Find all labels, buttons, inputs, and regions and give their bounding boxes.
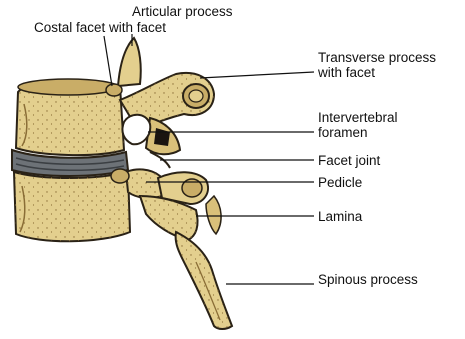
label-transverse-process-line2: with facet [318,65,436,80]
label-articular-process: Articular process [132,4,233,19]
label-transverse-process: Transverse process with facet [318,50,436,80]
leader-costal-facet [104,36,112,86]
label-facet-joint: Facet joint [318,153,380,168]
label-lamina: Lamina [318,209,362,224]
label-intervertebral-line1: Intervertebral [318,110,398,125]
label-spinous-process: Spinous process [318,272,418,287]
label-transverse-process-line1: Transverse process [318,50,436,65]
label-intervertebral-line2: foramen [318,125,398,140]
label-intervertebral-foramen: Intervertebral foramen [318,110,398,140]
spinous-process [176,232,232,329]
leader-transverse-process [200,72,314,78]
label-costal-facet: Costal facet with facet [34,20,166,35]
intervertebral-foramen [122,115,150,145]
lower-vertebral-body [14,172,130,241]
label-pedicle: Pedicle [318,175,362,190]
